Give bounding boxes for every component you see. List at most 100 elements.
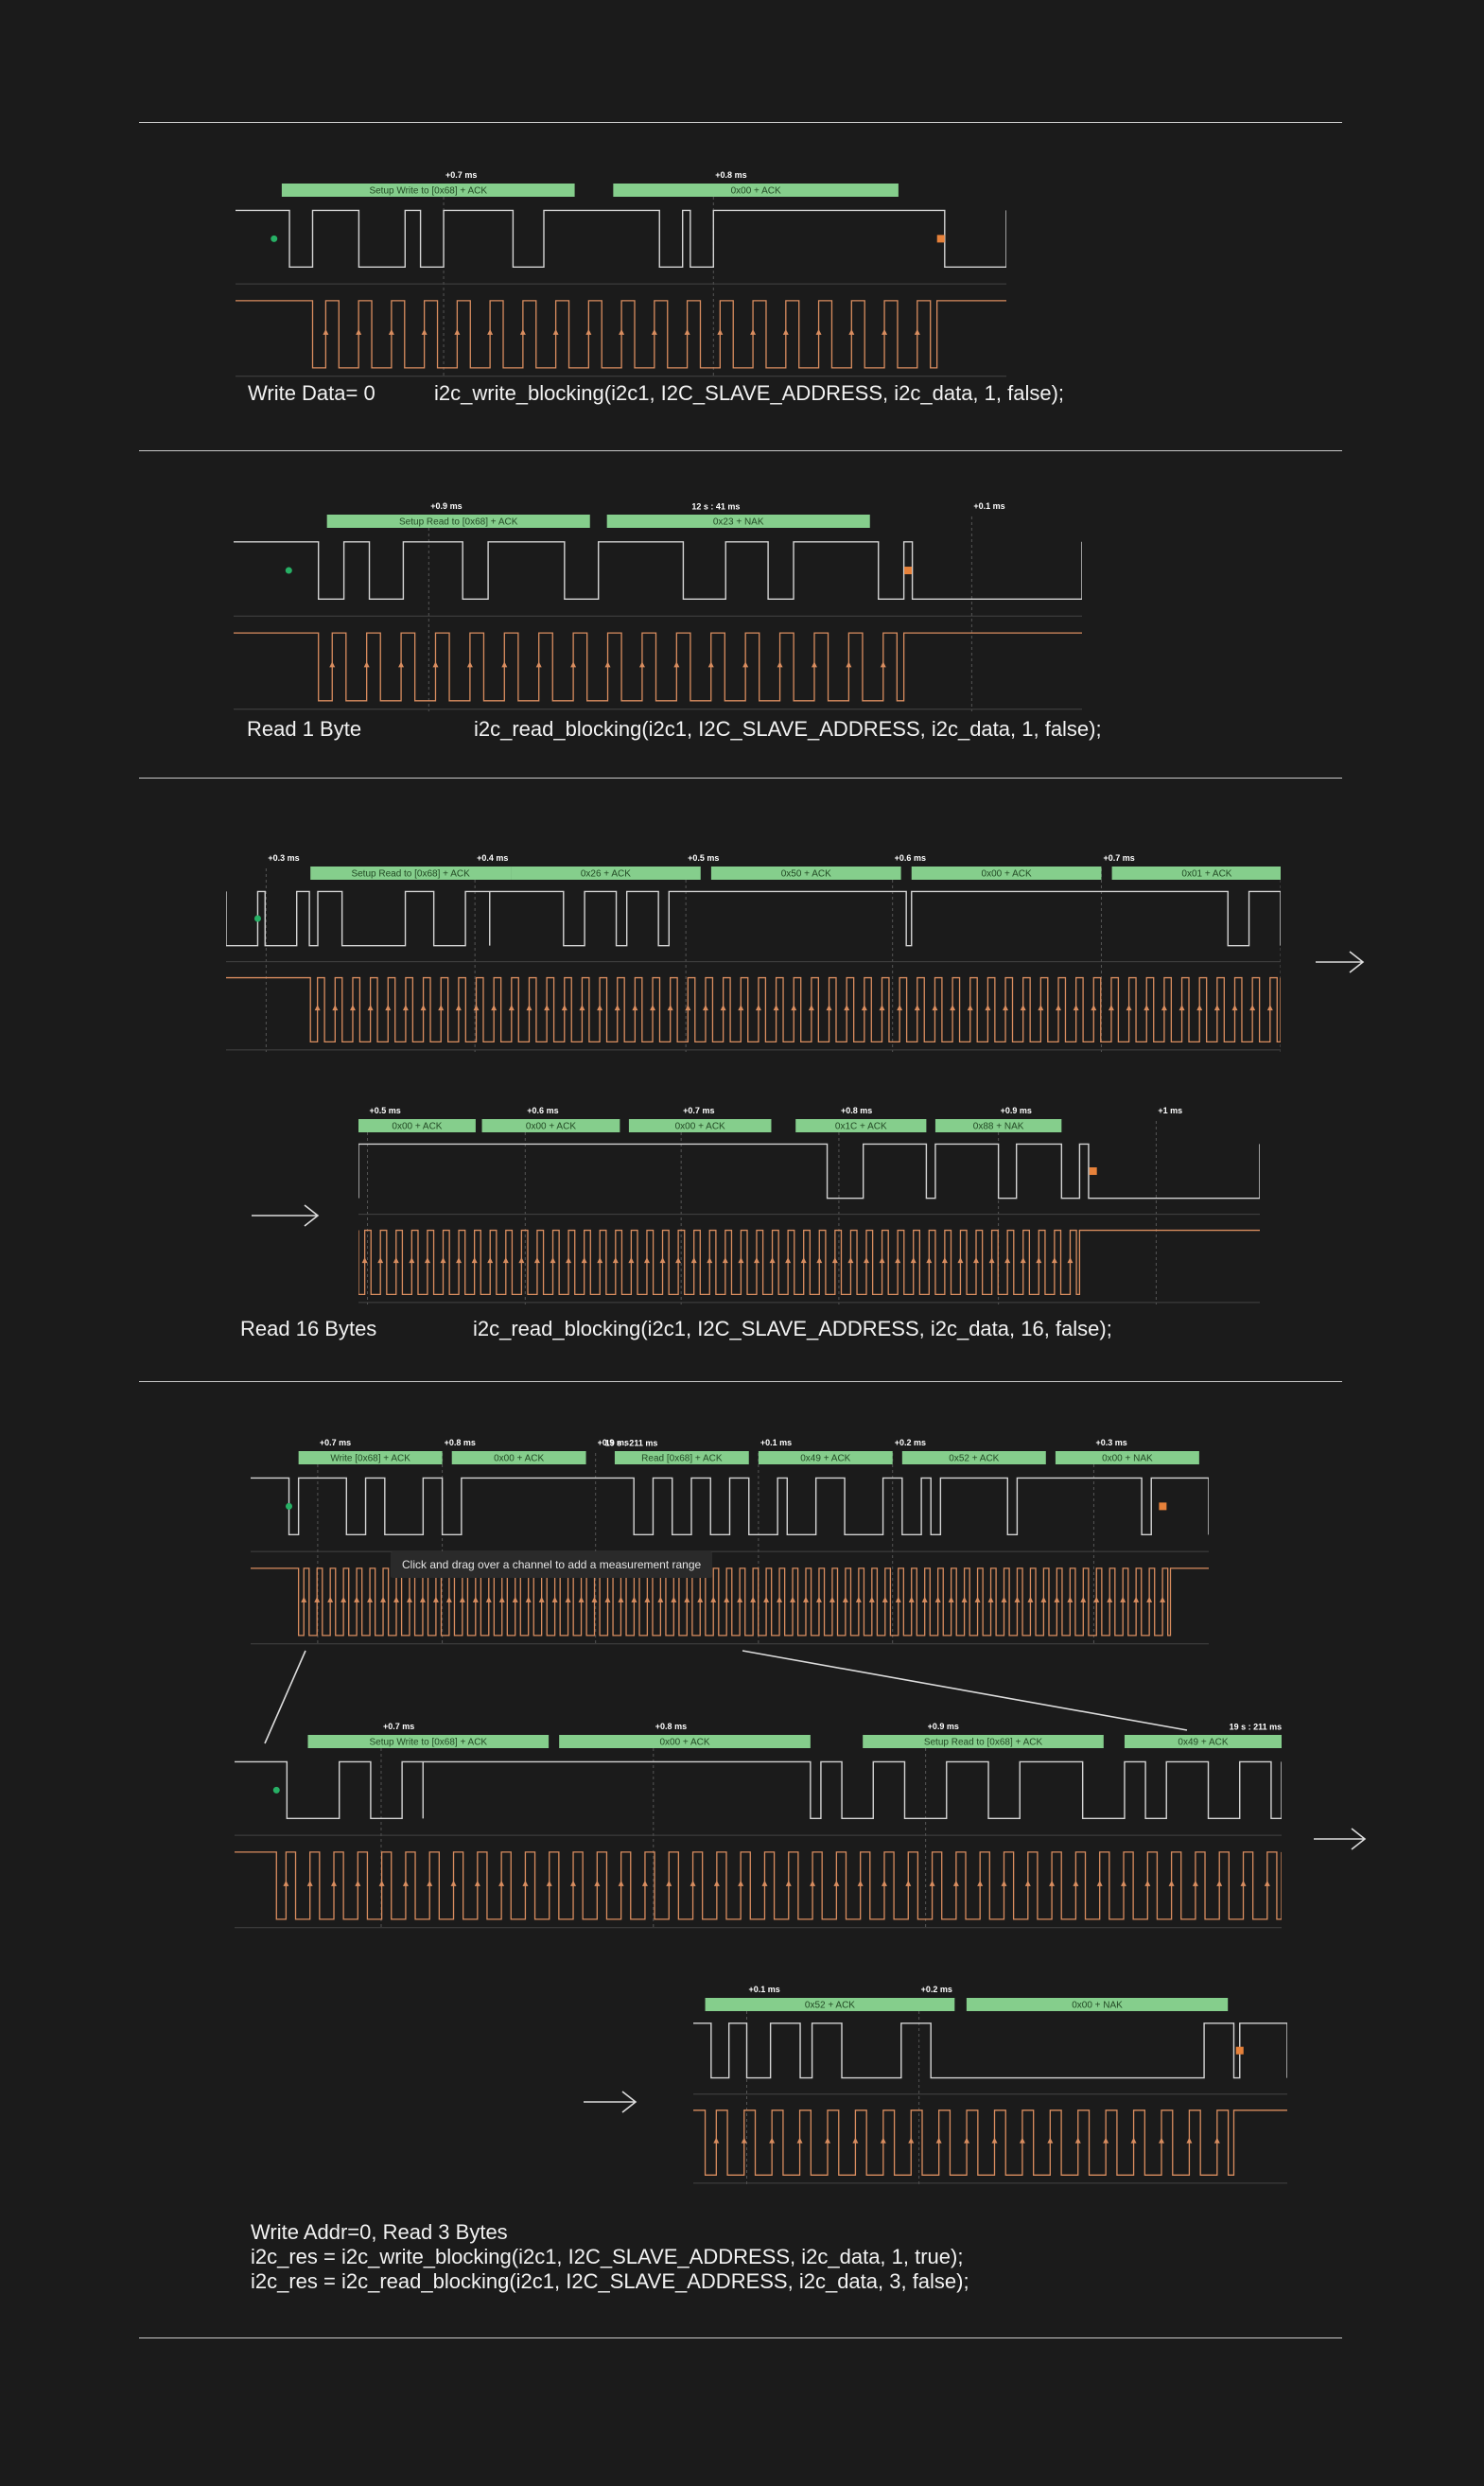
decoded-frame-label: 0x88 + NAK: [973, 1122, 1024, 1132]
sample-arrow-icon: [829, 1596, 835, 1602]
decoded-frame-label: Read [0x68] + ACK: [641, 1454, 723, 1464]
sample-arrow-icon: [932, 1005, 938, 1011]
time-tick-label: +0.3 ms: [1095, 1438, 1126, 1447]
sample-arrow-icon: [455, 1005, 462, 1011]
sample-arrow-icon: [398, 661, 405, 668]
sample-arrow-icon: [566, 1257, 572, 1264]
sample-arrow-icon: [349, 1005, 356, 1011]
sample-arrow-icon: [957, 1257, 964, 1264]
decoded-frame-label: Setup Read to [0x68] + ACK: [399, 517, 518, 528]
sample-arrow-icon: [419, 1596, 426, 1602]
sample-arrow-icon: [526, 1005, 532, 1011]
time-tick-label: +0.5 ms: [688, 853, 719, 863]
logic-trace-combo-overview[interactable]: +0.7 ms+0.8 ms+0.9 ms+0.1 ms+0.2 ms+0.3 …: [251, 1436, 1209, 1646]
sample-arrow-icon: [323, 328, 329, 335]
sample-arrow-icon: [380, 1596, 387, 1602]
logic-trace-read16-part2[interactable]: +0.5 ms+0.6 ms+0.7 ms+0.8 ms+0.9 ms+1 ms…: [358, 1104, 1260, 1304]
decoded-frame: [281, 184, 575, 197]
sda-waveform: [236, 209, 1006, 269]
section-divider: [139, 1381, 1342, 1382]
sample-arrow-icon: [1103, 2137, 1109, 2144]
sample-arrow-icon: [579, 1005, 585, 1011]
stop-marker: [1089, 1167, 1097, 1176]
scl-waveform: [235, 1851, 1282, 1920]
sample-arrow-icon: [628, 1257, 635, 1264]
decoded-frame-label: 0x49 + ACK: [800, 1454, 850, 1464]
sample-arrow-icon: [597, 1005, 603, 1011]
sample-arrow-icon: [474, 1880, 480, 1886]
time-tick-label: +0.7 ms: [320, 1438, 351, 1447]
sample-arrow-icon: [941, 1257, 948, 1264]
sample-arrow-icon: [1130, 2137, 1137, 2144]
sample-arrow-icon: [826, 1005, 832, 1011]
sample-arrow-icon: [363, 661, 370, 668]
sample-arrow-icon: [914, 328, 920, 335]
decoded-frame-label: Write [0x68] + ACK: [330, 1454, 410, 1464]
sample-arrow-icon: [737, 1596, 743, 1602]
start-marker: [285, 567, 292, 574]
sample-arrow-icon: [1108, 1005, 1114, 1011]
sample-arrow-icon: [671, 1596, 677, 1602]
sample-arrow-icon: [459, 1596, 465, 1602]
sample-arrow-icon: [570, 1880, 577, 1886]
decoded-frame-label: Setup Read to [0x68] + ACK: [924, 1738, 1043, 1748]
sample-arrow-icon: [618, 1596, 624, 1602]
sample-arrow-icon: [1264, 1880, 1270, 1886]
time-tick-label: +0.1 ms: [973, 501, 1004, 511]
sda-waveform: [251, 1477, 1209, 1536]
sample-arrow-icon: [1133, 1596, 1140, 1602]
sample-arrow-icon: [631, 1596, 637, 1602]
sample-arrow-icon: [722, 1257, 728, 1264]
sample-arrow-icon: [742, 661, 749, 668]
sample-arrow-icon: [550, 1257, 556, 1264]
decoded-frame: [628, 1119, 772, 1132]
sample-arrow-icon: [905, 1880, 912, 1886]
sample-arrow-icon: [466, 661, 473, 668]
sample-arrow-icon: [1158, 2137, 1164, 2144]
sample-arrow-icon: [1213, 1005, 1220, 1011]
sample-arrow-icon: [1107, 1596, 1113, 1602]
decoded-frame: [1111, 867, 1281, 880]
time-tick-label: +0.4 ms: [477, 853, 508, 863]
sample-arrow-icon: [675, 1257, 682, 1264]
sample-arrow-icon: [535, 661, 542, 668]
sample-arrow-icon: [1004, 1257, 1011, 1264]
logic-trace-read16-part1[interactable]: +0.3 ms+0.4 ms+0.5 ms+0.6 ms+0.7 ms+0.8 …: [226, 851, 1281, 1052]
sample-arrow-icon: [868, 1596, 875, 1602]
time-tick-label: +0.5 ms: [370, 1106, 401, 1115]
decoded-frame-label: 0x50 + ACK: [781, 869, 831, 880]
sample-arrow-icon: [641, 1880, 648, 1886]
decoded-frame: [901, 1451, 1046, 1464]
sample-arrow-icon: [879, 1257, 885, 1264]
sample-arrow-icon: [1186, 2137, 1193, 2144]
continue-arrow-icon: [584, 2091, 637, 2113]
time-tick-label: +0.9 ms: [1001, 1106, 1032, 1115]
sample-arrow-icon: [406, 1596, 412, 1602]
start-marker: [271, 235, 278, 242]
sample-arrow-icon: [690, 1880, 696, 1886]
sample-arrow-icon: [755, 1005, 761, 1011]
section-divider: [139, 450, 1342, 451]
sample-arrow-icon: [790, 1596, 796, 1602]
sample-arrow-icon: [974, 1596, 981, 1602]
decoded-frame-label: 0x00 + ACK: [731, 186, 781, 197]
caption-combo-read: i2c_res = i2c_read_blocking(i2c1, I2C_SL…: [251, 2269, 969, 2293]
sample-arrow-icon: [1020, 1005, 1026, 1011]
sample-arrow-icon: [697, 1596, 704, 1602]
sample-arrow-icon: [561, 1005, 567, 1011]
sample-arrow-icon: [926, 1257, 933, 1264]
sample-arrow-icon: [409, 1257, 415, 1264]
sample-arrow-icon: [604, 1596, 611, 1602]
sample-arrow-icon: [816, 1257, 823, 1264]
sample-arrow-icon: [802, 1596, 809, 1602]
sample-arrow-icon: [855, 1596, 862, 1602]
decoded-frame-label: 0x1C + ACK: [835, 1122, 887, 1132]
sample-arrow-icon: [519, 328, 526, 335]
decoded-frame: [614, 1451, 749, 1464]
sample-arrow-icon: [908, 1596, 915, 1602]
